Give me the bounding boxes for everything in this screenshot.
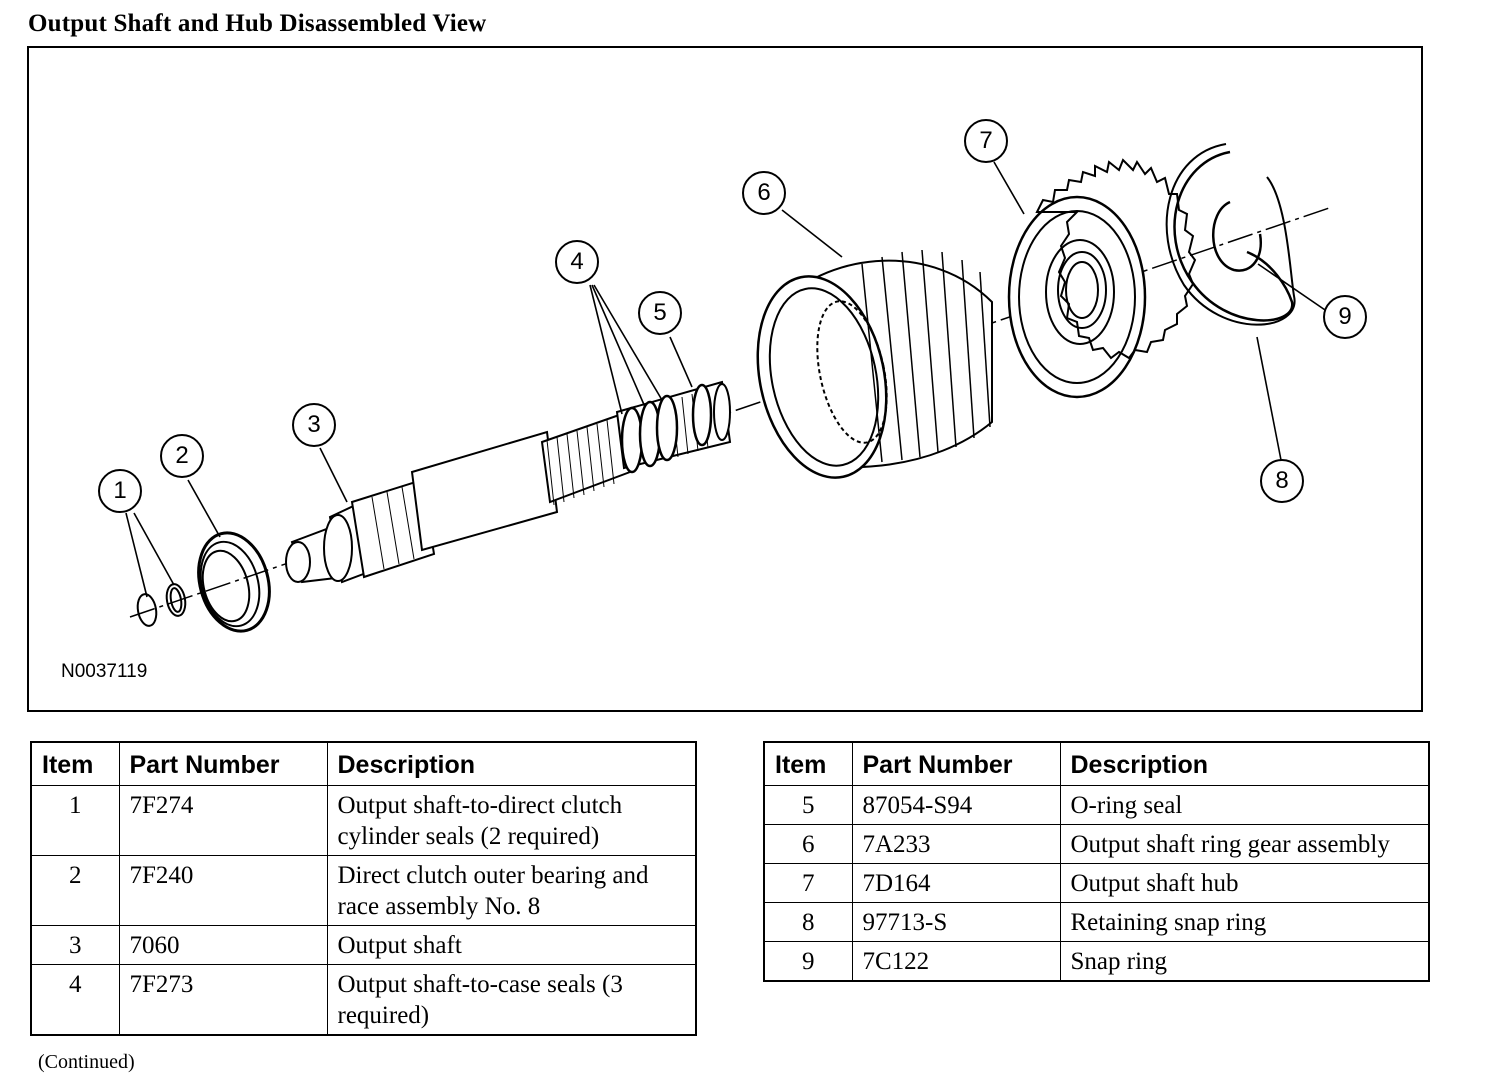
continued-note: (Continued) <box>38 1051 135 1073</box>
table-header-row: Item Part Number Description <box>763 741 1430 786</box>
item-cell: 8 <box>763 902 853 942</box>
part-number-cell: 7060 <box>118 925 328 965</box>
part-number-cell: 7F274 <box>118 785 328 856</box>
description-cell: Output shaft hub <box>1059 863 1430 903</box>
figure-id: N0037119 <box>61 661 148 682</box>
table-row: 2 7F240 Direct clutch outer bearing and … <box>30 855 697 926</box>
parts-table-right: Item Part Number Description 5 87054-S94… <box>763 741 1430 982</box>
snap-ring-part <box>1212 200 1263 272</box>
shaft-seals-part <box>620 383 713 474</box>
parts-table-left: Item Part Number Description 1 7F274 Out… <box>30 741 697 1036</box>
header-description: Description <box>1059 741 1430 786</box>
part-number-cell: 97713-S <box>851 902 1061 942</box>
table-row: 1 7F274 Output shaft-to-direct clutch cy… <box>30 785 697 856</box>
callout-8: 8 <box>1260 459 1304 503</box>
exploded-view-drawing <box>125 143 1333 633</box>
output-shaft-hub-part <box>1007 195 1147 399</box>
header-item: Item <box>763 741 853 786</box>
table-row: 8 97713-S Retaining snap ring <box>763 902 1430 942</box>
header-item: Item <box>30 741 120 786</box>
item-cell: 9 <box>763 941 853 982</box>
item-cell: 1 <box>30 785 120 856</box>
item-cell: 6 <box>763 824 853 864</box>
description-cell: Snap ring <box>1059 941 1430 982</box>
callout-3: 3 <box>292 403 336 447</box>
table-row: 6 7A233 Output shaft ring gear assembly <box>763 824 1430 864</box>
callout-5: 5 <box>638 291 682 335</box>
part-number-cell: 7F273 <box>118 964 328 1036</box>
leader-lines <box>125 161 1329 598</box>
callout-2: 2 <box>160 434 204 478</box>
header-description: Description <box>326 741 697 786</box>
description-cell: Output shaft-to-direct clutch cylinder s… <box>326 785 697 856</box>
page-title: Output Shaft and Hub Disassembled View <box>28 10 487 37</box>
table-header-row: Item Part Number Description <box>30 741 697 786</box>
header-part-number: Part Number <box>118 741 328 786</box>
part-number-cell: 7C122 <box>851 941 1061 982</box>
exploded-view-figure: 1 2 3 4 5 6 7 8 9 N0037119 <box>27 46 1423 712</box>
description-cell: Output shaft ring gear assembly <box>1059 824 1430 864</box>
callout-6: 6 <box>742 171 786 215</box>
table-row: 9 7C122 Snap ring <box>763 941 1430 982</box>
item-cell: 7 <box>763 863 853 903</box>
table-row: 7 7D164 Output shaft hub <box>763 863 1430 903</box>
description-cell: O-ring seal <box>1059 785 1430 825</box>
table-row: 5 87054-S94 O-ring seal <box>763 785 1430 825</box>
item-cell: 3 <box>30 925 120 965</box>
callout-7: 7 <box>964 119 1008 163</box>
item-cell: 4 <box>30 964 120 1036</box>
item-cell: 5 <box>763 785 853 825</box>
table-row: 3 7060 Output shaft <box>30 925 697 965</box>
description-cell: Direct clutch outer bearing and race ass… <box>326 855 697 926</box>
callout-9: 9 <box>1323 295 1367 339</box>
description-cell: Output shaft <box>326 925 697 965</box>
header-part-number: Part Number <box>851 741 1061 786</box>
item-cell: 2 <box>30 855 120 926</box>
callout-4: 4 <box>555 240 599 284</box>
table-row: 4 7F273 Output shaft-to-case seals (3 re… <box>30 964 697 1036</box>
callout-1: 1 <box>98 469 142 513</box>
bearing-race-part <box>197 531 271 633</box>
part-number-cell: 87054-S94 <box>851 785 1061 825</box>
retaining-snap-ring-part <box>1173 150 1294 322</box>
description-cell: Retaining snap ring <box>1059 902 1430 942</box>
part-number-cell: 7F240 <box>118 855 328 926</box>
ring-gear-teeth <box>861 249 991 463</box>
seal-rings-part <box>136 583 187 627</box>
part-number-cell: 7D164 <box>851 863 1061 903</box>
ring-gear-part <box>756 259 993 479</box>
description-cell: Output shaft-to-case seals (3 required) <box>326 964 697 1036</box>
part-number-cell: 7A233 <box>851 824 1061 864</box>
